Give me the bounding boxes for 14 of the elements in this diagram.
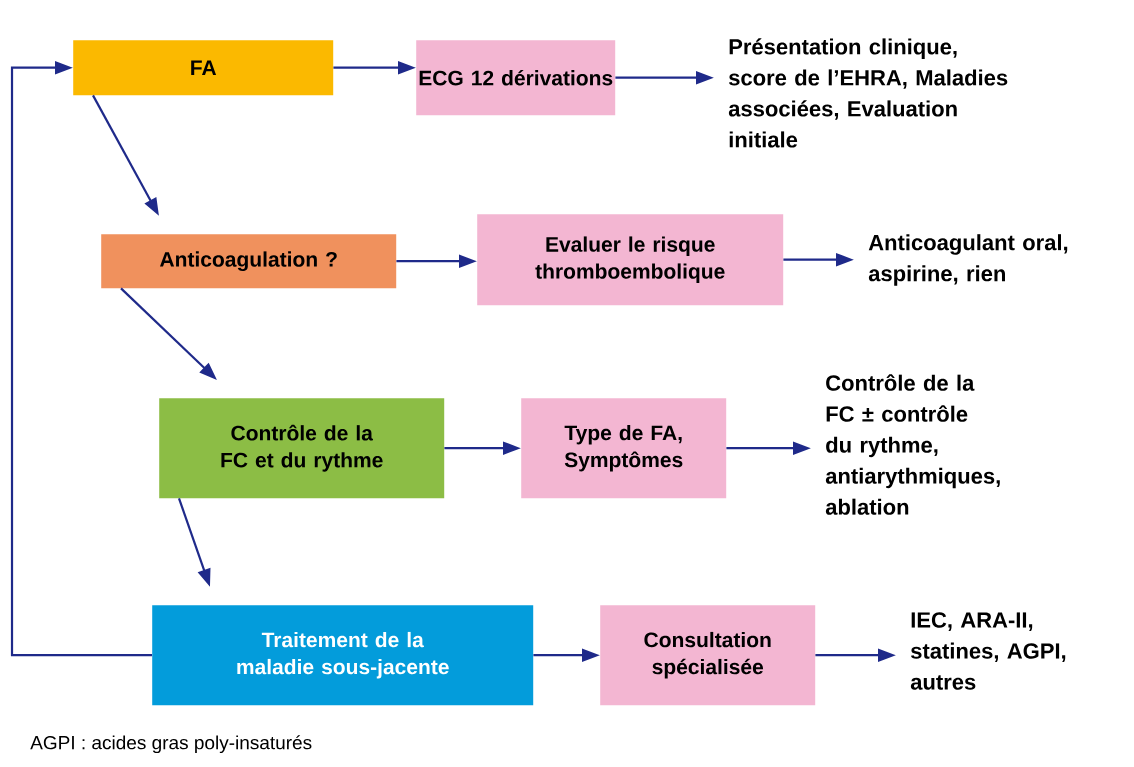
footnote: AGPI : acides gras poly-insaturés xyxy=(30,735,312,754)
process-box: Contrôle de la FC et du rythme xyxy=(159,398,445,499)
process-box: Consultation spécialisée xyxy=(600,605,816,706)
outcome-text: Présentation clinique, score de l’EHRA, Maladies associées, Evaluation initiale xyxy=(728,38,1008,148)
outcome-text: IEC, ARA-II, statines, AGPI, autres xyxy=(910,612,1066,690)
process-box: Type de FA, Symptômes xyxy=(521,398,727,499)
process-box: FA xyxy=(73,40,334,96)
process-box: Anticoagulation ? xyxy=(101,234,397,289)
process-box: Traitement de la maladie sous-jacente xyxy=(152,605,534,706)
process-box: Evaluer le risque thromboembolique xyxy=(477,214,784,306)
process-box: ECG 12 dérivations xyxy=(416,40,616,116)
arrow xyxy=(10,60,152,657)
outcome-text: Contrôle de la FC ± contrôle du rythme, antiarythmiques, ablation xyxy=(825,374,1000,515)
outcome-text: Anticoagulant oral, aspirine, rien xyxy=(868,234,1068,286)
